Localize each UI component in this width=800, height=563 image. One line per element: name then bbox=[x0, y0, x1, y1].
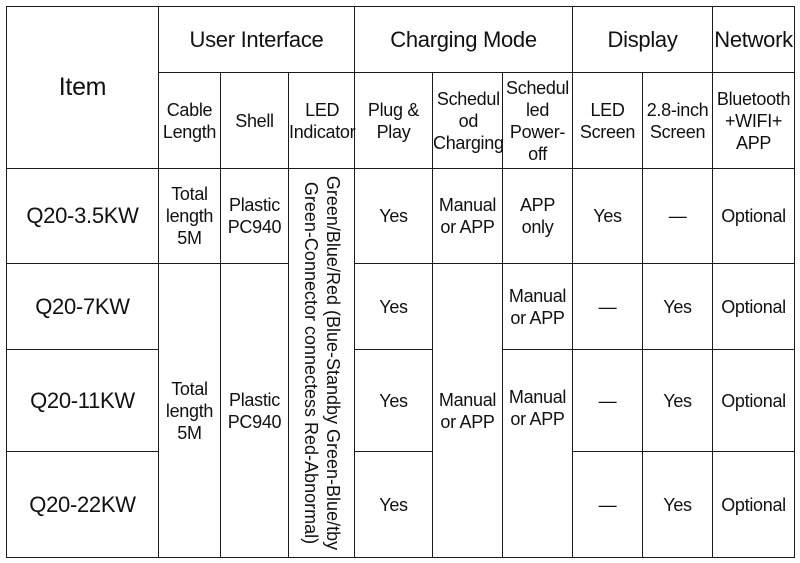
model-cell: Q20-11KW bbox=[6, 349, 159, 452]
led-screen-cell: — bbox=[572, 349, 644, 452]
led-indicator-text: Green/Blue/Red (Blue-Standby Green-Blue/… bbox=[300, 175, 343, 551]
plug-play-cell: Yes bbox=[354, 168, 434, 264]
model-cell: Q20-7KW bbox=[6, 263, 159, 350]
scheduled-charging-cell: Manual or APP bbox=[432, 263, 504, 558]
shell-cell: Plastic PC940 bbox=[220, 263, 289, 558]
inch-screen-cell: Yes bbox=[642, 349, 714, 452]
header-scheduled-poweroff: Schedul led Power- off bbox=[502, 72, 574, 169]
led-indicator-cell: Green/Blue/Red (Blue-Standby Green-Blue/… bbox=[287, 168, 356, 558]
cable-length-cell: Total length 5M bbox=[158, 263, 221, 558]
header-group-user-interface: User Interface bbox=[157, 6, 356, 73]
plug-play-cell: Yes bbox=[354, 263, 434, 350]
inch-screen-cell: — bbox=[642, 168, 714, 264]
dash-mark: — bbox=[668, 206, 687, 226]
header-scheduled-charging: Schedul od Charging bbox=[432, 72, 504, 169]
header-led-screen: LED Screen bbox=[572, 72, 644, 169]
table-row: Q20-22KW Yes — Yes Optional bbox=[6, 451, 796, 558]
scheduled-poweroff-cell: Manual or APP bbox=[502, 263, 574, 350]
network-cell: Optional bbox=[712, 168, 796, 264]
shell-cell: Plastic PC940 bbox=[220, 168, 289, 264]
inch-screen-cell: Yes bbox=[642, 451, 714, 558]
network-cell: Optional bbox=[712, 263, 796, 350]
dash-mark: — bbox=[598, 296, 617, 317]
header-plug-play: Plug & Play bbox=[354, 72, 434, 169]
header-cable-length: Cable Length bbox=[158, 72, 221, 169]
table-row: Q20-3.5KW Total length 5M Plastic PC940 … bbox=[6, 168, 796, 558]
cable-length-cell: Total length 5M bbox=[158, 168, 221, 264]
model-cell: Q20-3.5KW bbox=[6, 168, 159, 264]
led-screen-cell: Yes bbox=[572, 168, 644, 264]
header-network-column: Bluetooth +WIFI+ APP bbox=[712, 72, 796, 169]
header-item: Item bbox=[6, 6, 159, 169]
model-cell: Q20-22KW bbox=[6, 451, 159, 558]
table-row: Q20-7KW Total length 5M Plastic PC940 Ye… bbox=[6, 263, 796, 558]
scheduled-poweroff-cell: Manual or APP bbox=[502, 349, 574, 558]
plug-play-cell: Yes bbox=[354, 349, 434, 452]
header-item-label: Item bbox=[58, 73, 107, 101]
header-inch-screen: 2.8-inch Screen bbox=[642, 72, 714, 169]
spec-table: Item User Interface Charging Mode Displa… bbox=[6, 6, 796, 558]
dash-mark: — bbox=[598, 390, 617, 411]
network-cell: Optional bbox=[712, 349, 796, 452]
header-shell: Shell bbox=[220, 72, 289, 169]
header-group-charging-mode: Charging Mode bbox=[354, 6, 574, 73]
dash-mark: — bbox=[598, 494, 617, 515]
header-led-indicator: LED Indicator bbox=[287, 72, 356, 169]
header-row-groups: Item User Interface Charging Mode Displa… bbox=[6, 6, 796, 169]
led-screen-cell: — bbox=[572, 263, 644, 350]
table-row: Q20-11KW Yes Manual or APP — Yes Optiona… bbox=[6, 349, 796, 558]
scheduled-poweroff-cell: APP only bbox=[502, 168, 574, 264]
led-screen-cell: — bbox=[572, 451, 644, 558]
header-group-network: Network bbox=[712, 6, 796, 73]
scheduled-charging-cell: Manual or APP bbox=[432, 168, 504, 264]
inch-screen-cell: Yes bbox=[642, 263, 714, 350]
plug-play-cell: Yes bbox=[354, 451, 434, 558]
network-cell: Optional bbox=[712, 451, 796, 558]
header-group-display: Display bbox=[572, 6, 714, 73]
header-row-columns: Cable Length Shell LED Indicator Plug & … bbox=[7, 72, 796, 169]
